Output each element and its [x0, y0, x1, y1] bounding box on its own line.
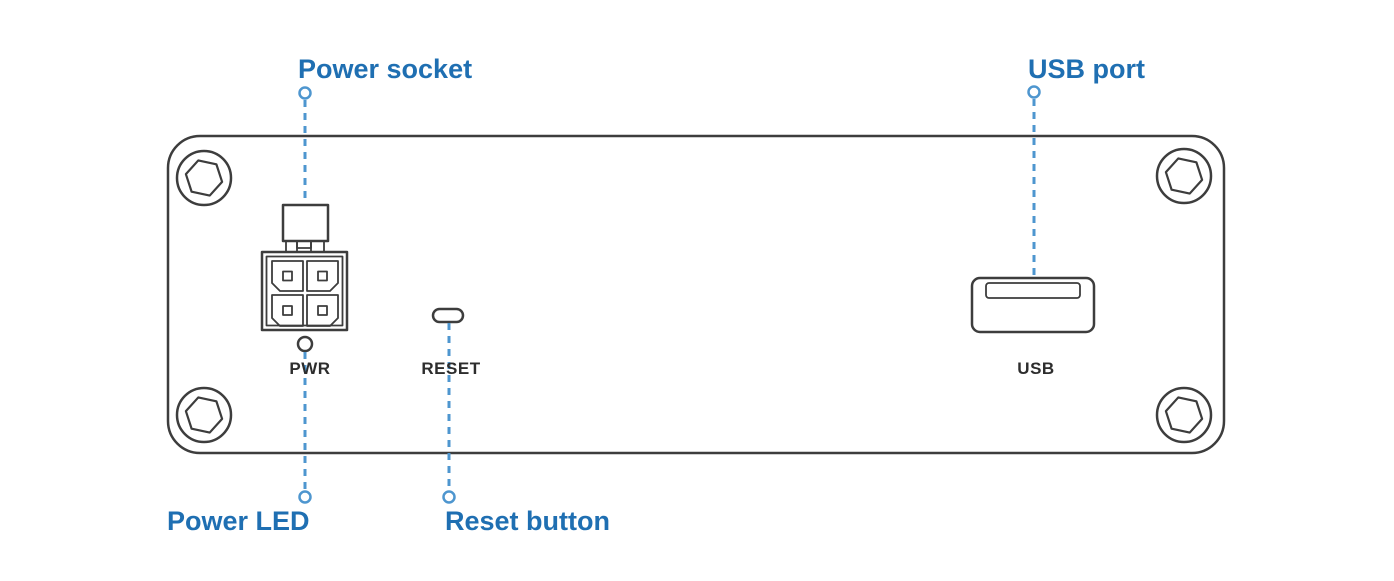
power-led-indicator [296, 335, 314, 353]
power-socket-latch-wing-left [285, 240, 298, 253]
callout-power-socket: Power socket [298, 54, 473, 84]
power-socket-pin-3-contact [282, 305, 293, 316]
leader-dot-power-led [298, 490, 312, 504]
screw-bottom-left [175, 386, 233, 444]
usb-port-connector [970, 276, 1096, 334]
power-socket-pin-2 [306, 260, 339, 292]
screw-bottom-right [1155, 386, 1213, 444]
callout-reset-button: Reset button [445, 506, 610, 536]
reset-button-control [431, 307, 465, 324]
screw-top-right [1155, 147, 1213, 205]
power-socket-pin-1 [271, 260, 304, 292]
marking-usb: USB [1017, 359, 1055, 378]
power-socket-pin-2-contact [317, 270, 328, 282]
leader-dot-usb-port [1027, 85, 1041, 99]
power-socket-body-inner [265, 255, 344, 327]
power-socket-connector [260, 203, 349, 332]
power-socket-body [260, 250, 349, 332]
marking-reset: RESET [421, 359, 481, 378]
leader-dot-power-socket [298, 86, 312, 100]
callout-usb-port: USB port [1028, 54, 1145, 84]
power-socket-latch [281, 203, 330, 243]
screw-top-left [175, 149, 233, 207]
marking-pwr: PWR [289, 359, 331, 378]
power-socket-pin-4 [306, 294, 339, 327]
callout-power-led: Power LED [167, 506, 310, 536]
usb-port-tongue [985, 282, 1081, 299]
usb-port-housing [970, 276, 1096, 334]
panel-outline [166, 134, 1226, 455]
power-socket-pin-1-contact [282, 270, 293, 282]
power-socket-latch-wing-right [310, 240, 325, 253]
power-socket-pin-3 [271, 294, 304, 327]
leader-dot-reset-button [442, 490, 456, 504]
power-socket-pin-4-contact [317, 305, 328, 316]
